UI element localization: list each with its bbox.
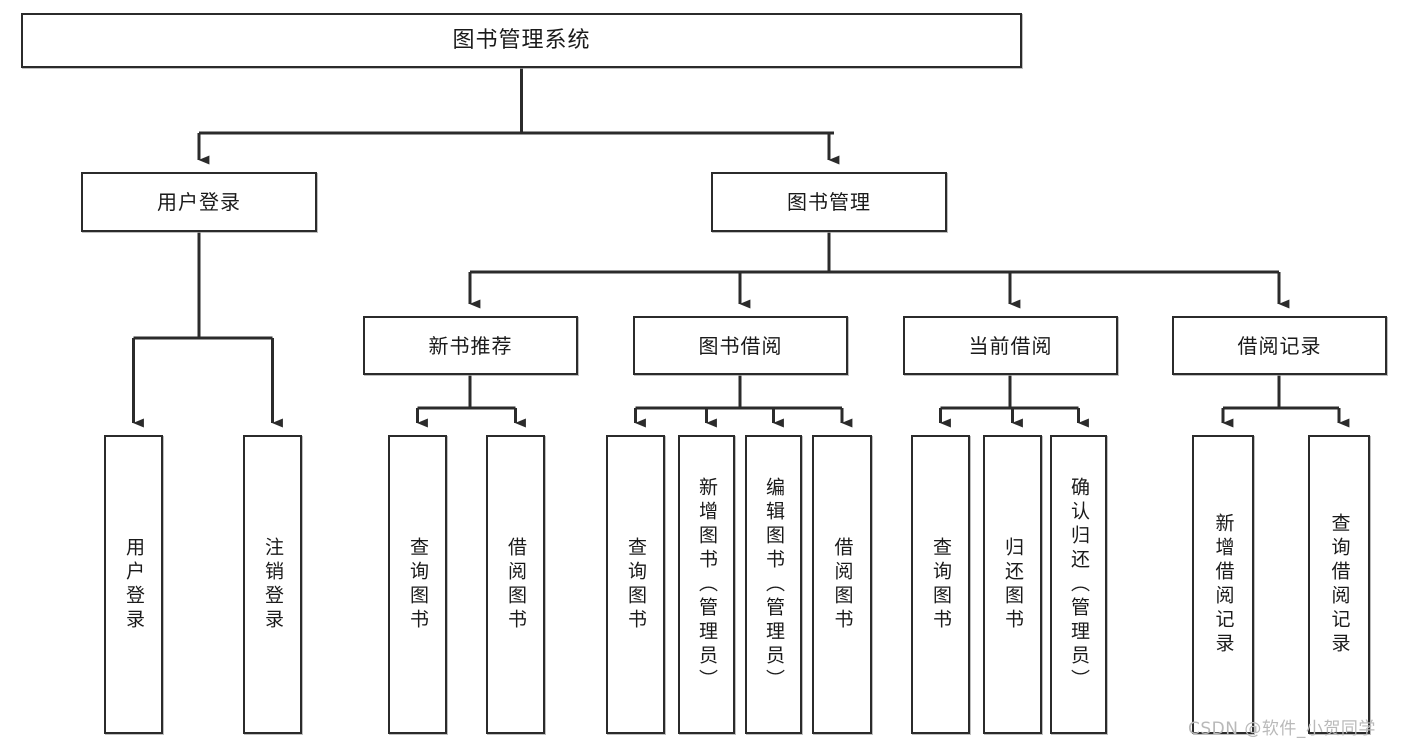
node-leaf-borrow-book-1[interactable]: 借阅图书 — [486, 435, 545, 734]
node-leaf-query-borrow-record[interactable]: 查询借阅记录 — [1308, 435, 1370, 734]
node-leaf-edit-book-admin[interactable]: 编辑图书（管理员） — [745, 435, 802, 734]
node-leaf-user-login-label: 用户登录 — [123, 536, 145, 633]
node-leaf-query-book-1-label: 查询图书 — [407, 536, 429, 633]
node-user-login[interactable]: 用户登录 — [81, 172, 317, 232]
node-leaf-confirm-return-admin[interactable]: 确认归还（管理员） — [1050, 435, 1107, 734]
node-current-borrow[interactable]: 当前借阅 — [903, 316, 1118, 375]
node-leaf-add-book-admin-label: 新增图书（管理员） — [696, 476, 718, 693]
node-leaf-logout[interactable]: 注销登录 — [243, 435, 302, 734]
node-user-login-label: 用户登录 — [157, 190, 241, 214]
node-leaf-confirm-return-admin-label: 确认归还（管理员） — [1068, 476, 1090, 693]
node-leaf-edit-book-admin-label: 编辑图书（管理员） — [763, 476, 785, 693]
node-leaf-add-book-admin[interactable]: 新增图书（管理员） — [678, 435, 735, 734]
node-leaf-borrow-book-1-label: 借阅图书 — [505, 536, 527, 633]
node-leaf-query-book-3-label: 查询图书 — [930, 536, 952, 633]
node-borrow-record[interactable]: 借阅记录 — [1172, 316, 1387, 375]
node-book-manage-label: 图书管理 — [787, 190, 871, 214]
node-leaf-query-book-2-label: 查询图书 — [625, 536, 647, 633]
node-leaf-logout-label: 注销登录 — [262, 536, 284, 633]
node-borrow-record-label: 借阅记录 — [1237, 333, 1322, 358]
node-leaf-return-book[interactable]: 归还图书 — [983, 435, 1042, 734]
node-leaf-add-borrow-record[interactable]: 新增借阅记录 — [1192, 435, 1254, 734]
node-new-book-recommend[interactable]: 新书推荐 — [363, 316, 578, 375]
node-leaf-query-book-3[interactable]: 查询图书 — [911, 435, 970, 734]
node-leaf-query-book-1[interactable]: 查询图书 — [388, 435, 447, 734]
node-book-manage[interactable]: 图书管理 — [711, 172, 947, 232]
node-new-book-recommend-label: 新书推荐 — [428, 333, 513, 358]
node-leaf-borrow-book-2[interactable]: 借阅图书 — [812, 435, 872, 734]
node-leaf-borrow-book-2-label: 借阅图书 — [831, 536, 854, 633]
csdn-watermark: CSDN @软件_小贺同学 — [1188, 719, 1376, 739]
node-leaf-add-borrow-record-label: 新增借阅记录 — [1212, 512, 1235, 657]
node-current-borrow-label: 当前借阅 — [968, 333, 1053, 358]
node-leaf-return-book-label: 归还图书 — [1002, 536, 1024, 633]
node-book-borrow-label: 图书借阅 — [698, 333, 783, 358]
node-root[interactable]: 图书管理系统 — [21, 13, 1022, 68]
node-book-borrow[interactable]: 图书借阅 — [633, 316, 848, 375]
node-root-label: 图书管理系统 — [452, 27, 591, 53]
node-leaf-query-book-2[interactable]: 查询图书 — [606, 435, 665, 734]
node-leaf-user-login[interactable]: 用户登录 — [104, 435, 163, 734]
node-leaf-query-borrow-record-label: 查询借阅记录 — [1328, 512, 1351, 657]
